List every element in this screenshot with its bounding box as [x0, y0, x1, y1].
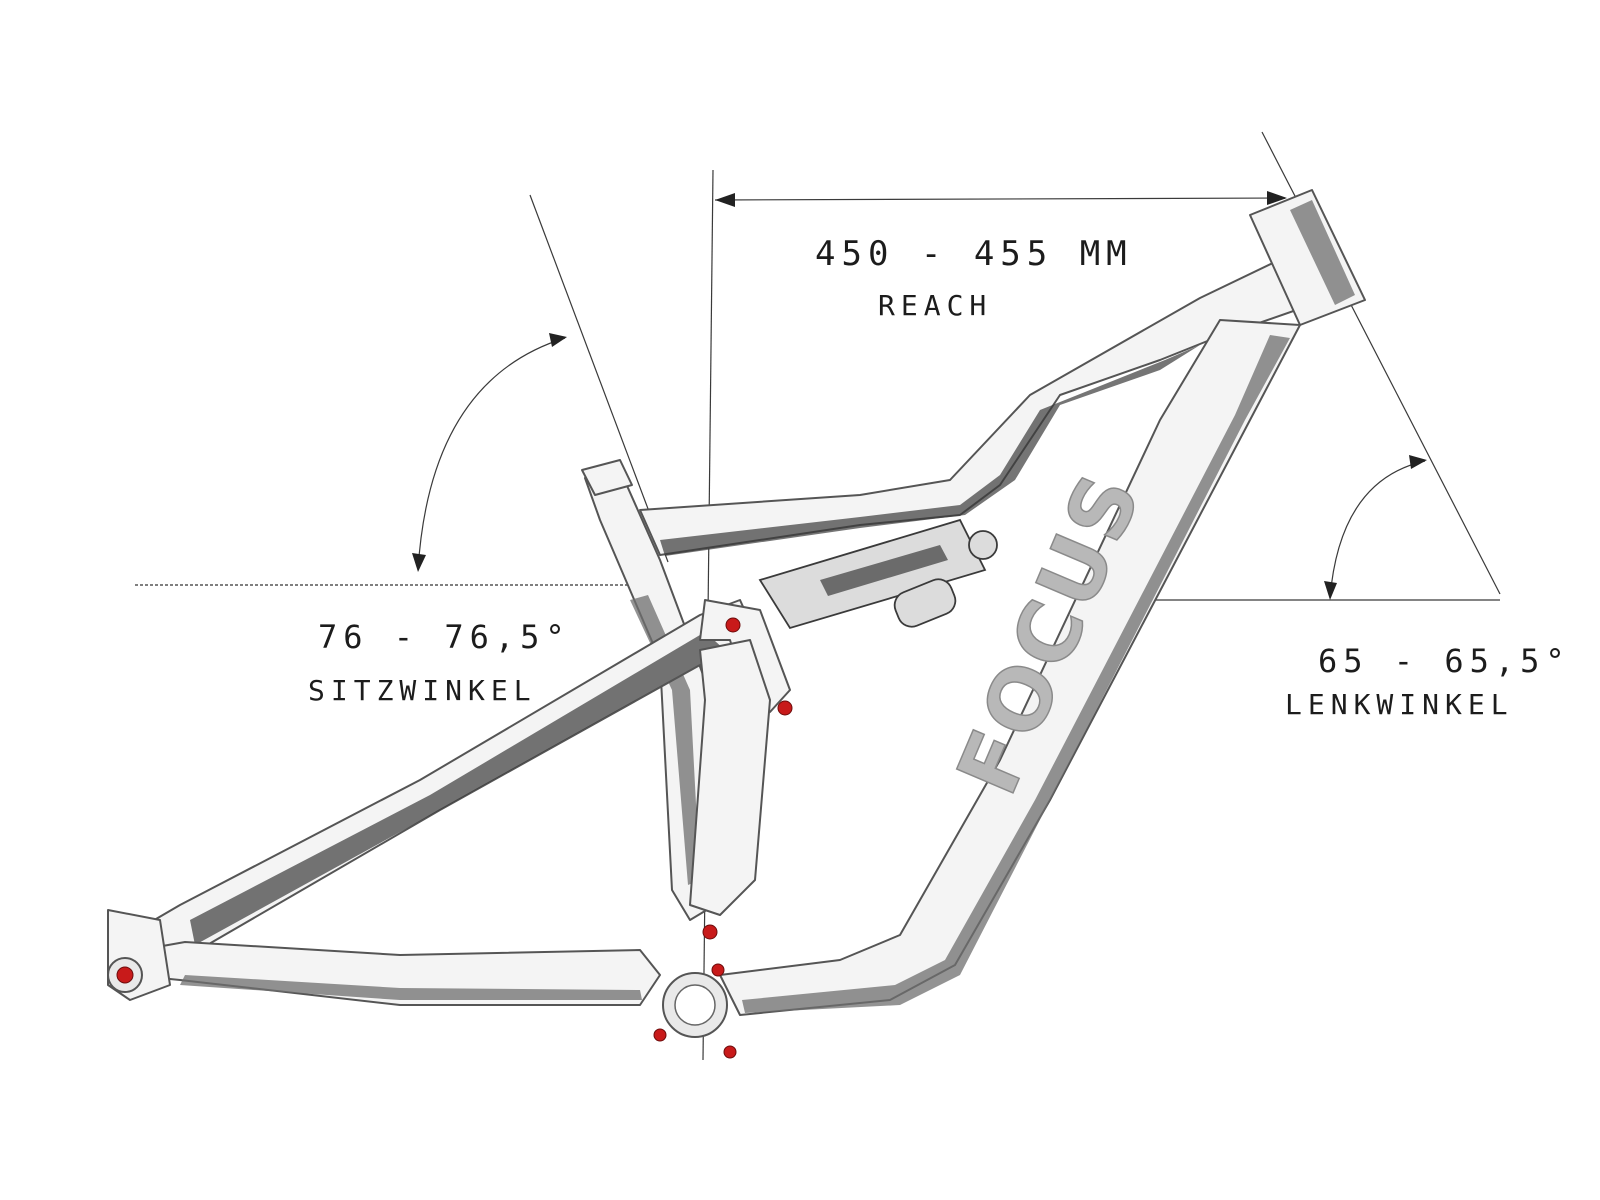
shock-shaft-shadow [820, 545, 948, 596]
annotation-reach: 450 - 455 MM REACH [815, 234, 1133, 322]
rear-shock [758, 518, 998, 630]
rear-axle-pivot-red [116, 966, 134, 984]
head-angle-arc [1329, 460, 1426, 599]
seat-collar [581, 459, 633, 496]
head-angle-arrow-bottom [1324, 581, 1337, 600]
bottom-bracket-inner [674, 984, 716, 1026]
rear-upright [689, 639, 771, 916]
pivots [107, 617, 793, 1059]
bb-pivot-left [653, 1028, 667, 1042]
rocker-pivot-top [725, 617, 741, 633]
head-angle-value: 65 - 65,5° [1318, 642, 1571, 680]
reach-arrow-right [1267, 191, 1287, 205]
head-angle-label: LENKWINKEL [1285, 688, 1514, 721]
head-angle-arrow-top [1409, 455, 1427, 469]
seat-tube-shadow [630, 595, 700, 885]
seat-angle-arrow-bottom [412, 553, 426, 572]
seat-angle-value: 76 - 76,5° [318, 618, 571, 656]
bb-pivot-lower [723, 1045, 737, 1059]
rocker-pivot-shock [777, 700, 793, 716]
reach-label: REACH [878, 289, 992, 322]
shock-reservoir [893, 578, 957, 628]
seat-stay-shadow [190, 632, 725, 945]
seat-axis-line [529, 194, 669, 563]
top-tube-shadow [660, 345, 1200, 556]
reach-dimension-line [714, 197, 1286, 201]
shock-mount-front [968, 530, 998, 560]
seat-angle-label: SITZWINKEL [308, 674, 537, 707]
annotation-seat-angle: 76 - 76,5° SITZWINKEL [308, 618, 571, 707]
frame [107, 189, 1366, 1016]
chain-stay-shadow [180, 975, 642, 1000]
seat-angle-arrow-top [549, 333, 567, 347]
down-tube [719, 319, 1301, 1016]
lower-link-pivot [702, 924, 718, 940]
head-tube-shadow [1290, 200, 1355, 305]
annotation-head-angle: 65 - 65,5° LENKWINKEL [1285, 642, 1571, 721]
bb-pivot-upper [711, 963, 725, 977]
seat-angle-arc [417, 337, 566, 571]
reach-arrow-left [715, 193, 735, 207]
reach-value: 450 - 455 MM [815, 234, 1133, 274]
